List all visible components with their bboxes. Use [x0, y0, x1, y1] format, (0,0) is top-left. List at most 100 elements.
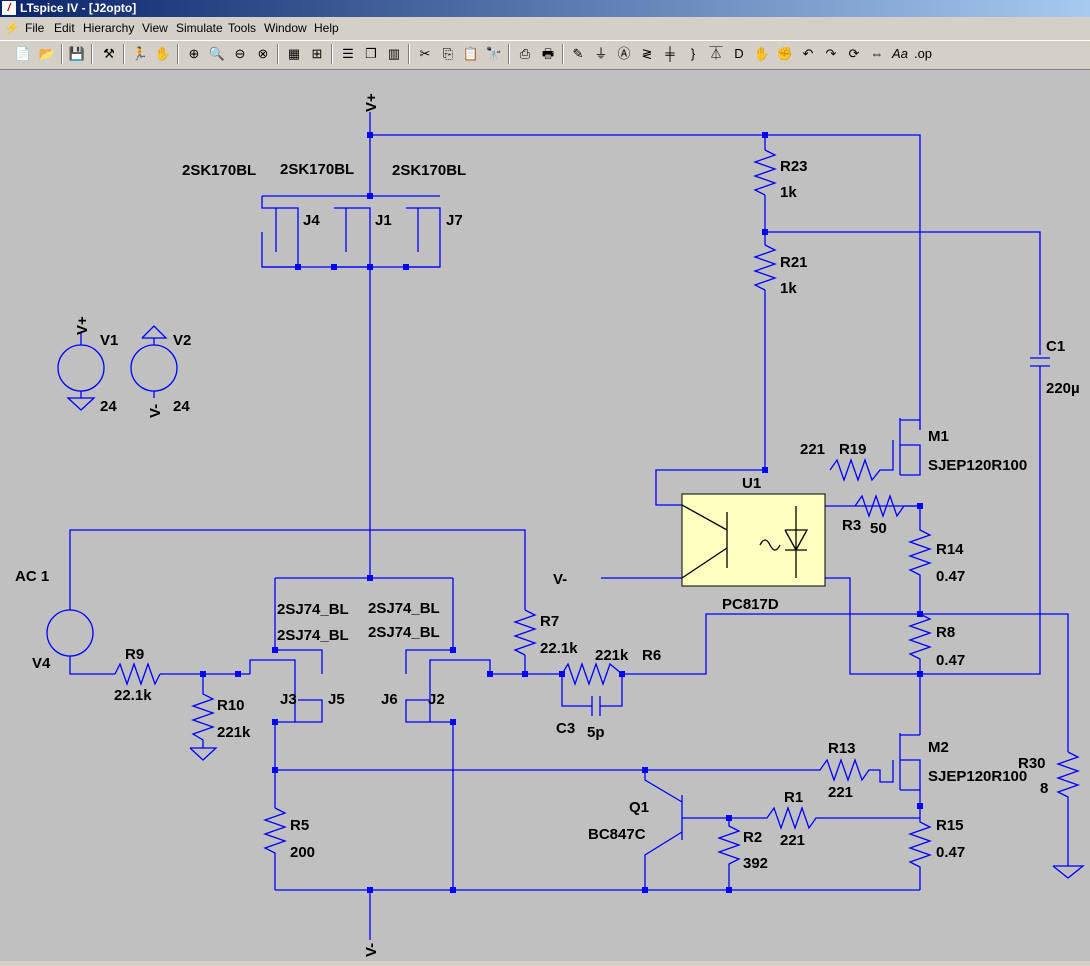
v4-label: V4 — [32, 655, 51, 672]
resistor-r21[interactable] — [753, 244, 777, 291]
diode-icon[interactable]: ⏄ — [709, 46, 723, 61]
zoom-out-icon[interactable]: ⊖ — [234, 46, 246, 61]
resistor-r23[interactable] — [753, 149, 777, 196]
resistor-r14[interactable] — [908, 506, 932, 614]
v2-net-label: V- — [147, 404, 164, 418]
autorange-icon[interactable]: ▦ — [287, 46, 301, 61]
tile-horizontal-icon[interactable]: ☰ — [342, 46, 354, 61]
optocoupler-u1[interactable] — [681, 493, 826, 587]
ground-icon[interactable]: ⏚ — [594, 46, 608, 61]
v1-value: 24 — [100, 398, 117, 415]
node-dot — [642, 767, 648, 773]
capacitor-icon[interactable]: ╪ — [665, 46, 675, 61]
resistor-r30[interactable] — [1056, 751, 1080, 866]
save-icon[interactable]: 💾 — [68, 46, 86, 61]
menu-simulate[interactable]: Simulate — [176, 21, 223, 35]
node-dot — [917, 611, 923, 617]
node-dot — [367, 264, 373, 270]
menu-help[interactable]: Help — [314, 21, 339, 35]
new-schematic-icon[interactable]: 📄 — [14, 46, 32, 61]
resistor-r19[interactable] — [829, 440, 894, 482]
wire — [681, 504, 728, 531]
jfet-j5[interactable] — [275, 699, 323, 723]
menu-hierarchy[interactable]: Hierarchy — [83, 21, 135, 35]
toolbar-separator — [331, 44, 333, 64]
move-icon[interactable]: ✋ — [753, 46, 771, 61]
r15-label: R15 — [936, 817, 964, 834]
zoom-in-icon[interactable]: ⊕ — [188, 46, 200, 61]
redo-icon[interactable]: ↷ — [825, 46, 837, 61]
mosfet-m1[interactable] — [900, 419, 921, 430]
zoom-fit-icon[interactable]: ⊗ — [257, 46, 269, 61]
r6-label: R6 — [642, 647, 661, 664]
resistor-r2[interactable] — [717, 818, 741, 890]
find-icon[interactable]: 🔭 — [485, 46, 503, 61]
undo-icon[interactable]: ↶ — [802, 46, 814, 61]
print-icon[interactable]: 🖶 — [541, 46, 555, 61]
run-icon[interactable]: 🏃 — [131, 46, 149, 61]
j6-model: 2SJ74_BL — [368, 600, 440, 617]
spice-directive-icon[interactable]: .op — [913, 46, 933, 61]
text-icon[interactable]: Aa — [892, 46, 908, 61]
print-setup-icon[interactable]: ⎙ — [519, 46, 531, 61]
copy-icon[interactable]: ⎘ — [442, 46, 454, 61]
cut-icon[interactable]: ✂ — [419, 46, 431, 61]
toolbar-separator — [123, 44, 125, 64]
resistor-r1[interactable] — [682, 806, 920, 830]
halt-icon[interactable]: ✋ — [154, 46, 172, 61]
resistor-r9[interactable] — [114, 662, 161, 686]
j2-label: J2 — [428, 691, 445, 708]
resistor-r10[interactable] — [191, 674, 215, 748]
j5-model: 2SJ74_BL — [277, 627, 349, 644]
jfet-j3[interactable] — [249, 659, 296, 722]
menu-tools[interactable]: Tools — [228, 21, 257, 35]
resistor-r13[interactable] — [645, 758, 894, 783]
r9-label: R9 — [125, 646, 144, 663]
r21-label: R21 — [780, 254, 808, 271]
draw-wire-icon[interactable]: ✎ — [572, 46, 584, 61]
paste-icon[interactable]: 📋 — [462, 46, 480, 61]
node-dot — [295, 264, 301, 270]
menu-window[interactable]: Window — [264, 21, 307, 35]
toolbar-separator — [91, 44, 93, 64]
resistor-r3[interactable] — [854, 494, 920, 518]
node-dot — [367, 887, 373, 893]
r14-value: 0.47 — [936, 568, 965, 585]
tile-vertical-icon[interactable]: ▥ — [387, 46, 401, 61]
component-icon[interactable]: D — [734, 46, 744, 61]
rotate-icon[interactable]: ⟳ — [848, 46, 860, 61]
resistor-icon[interactable]: ≷ — [641, 46, 653, 61]
toolbar-separator — [61, 44, 63, 64]
resistor-r5[interactable] — [263, 807, 287, 890]
drag-icon[interactable]: ✊ — [776, 46, 794, 61]
open-icon[interactable]: 📂 — [38, 46, 56, 61]
menu-file[interactable]: File — [25, 21, 45, 35]
mirror-icon[interactable]: ⇔ — [870, 46, 884, 61]
r2-label: R2 — [743, 829, 762, 846]
resistor-r7[interactable] — [513, 609, 537, 656]
schematic-canvas[interactable]: V+ V- 2SK170BL 2SK170BL 2SK170BL J4 J1 J… — [0, 70, 1090, 961]
jfet-j2[interactable] — [429, 659, 491, 722]
node-dot — [559, 671, 565, 677]
r23-value: 1k — [780, 184, 797, 201]
menu-edit[interactable]: Edit — [54, 21, 75, 35]
schematic-drawing[interactable]: V+ V- 2SK170BL 2SK170BL 2SK170BL J4 J1 J… — [0, 70, 1090, 961]
grid-icon[interactable]: ⊞ — [311, 46, 323, 61]
menu-view[interactable]: View — [142, 21, 168, 35]
resistor-r6[interactable] — [561, 662, 623, 686]
m1-model: SJEP120R100 — [928, 457, 1027, 474]
resistor-r15[interactable] — [908, 806, 932, 890]
wire — [561, 674, 592, 707]
node-dot — [367, 575, 373, 581]
jfet-j4[interactable] — [261, 196, 299, 268]
inductor-icon[interactable]: } — [690, 46, 696, 61]
control-panel-icon[interactable]: ⚒ — [103, 46, 115, 61]
pan-icon[interactable]: 🔍 — [208, 46, 226, 61]
label-net-icon[interactable]: Ⓐ — [617, 46, 631, 61]
document-icon[interactable]: ⚡ — [4, 20, 21, 35]
pc817-label: PC817D — [722, 596, 779, 613]
resistor-r8[interactable] — [908, 613, 932, 735]
cascade-icon[interactable]: ❐ — [365, 46, 377, 61]
jfet-j6[interactable] — [405, 699, 453, 723]
r13-value: 221 — [828, 784, 853, 801]
